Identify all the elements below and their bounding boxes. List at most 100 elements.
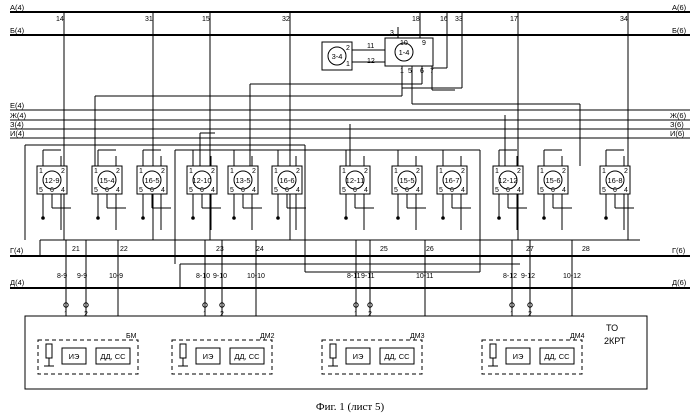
block-label: 13-5 xyxy=(235,176,250,185)
block-15-6: 15-612564 xyxy=(538,150,572,230)
krt-label: 2КРТ xyxy=(604,336,626,346)
pin-1-4-10: 10 xyxy=(400,40,408,47)
junction-dot xyxy=(604,216,608,220)
dm-wire-label: 9-10 xyxy=(213,273,227,280)
block-16-7: 16-712564 xyxy=(437,150,471,230)
pin-label: 6 xyxy=(353,187,357,194)
block-label: 16-6 xyxy=(279,176,294,185)
resistor-symbol xyxy=(490,344,496,358)
junction-dot xyxy=(141,216,145,220)
pin-1-4-5: 5 xyxy=(408,68,412,75)
block-15-4: 15-412564 xyxy=(92,150,126,230)
pin-label: 1 xyxy=(439,168,443,175)
junction-dot xyxy=(96,216,100,220)
pin-label: 5 xyxy=(439,187,443,194)
pin-label: 2 xyxy=(116,168,120,175)
bus-z-right-label: З(6) xyxy=(670,120,684,129)
bus-e-left-label: Е(4) xyxy=(10,101,25,110)
bus-g-left-label: Г(4) xyxy=(10,246,24,255)
pin-label: 2 xyxy=(161,168,165,175)
to-label: ТО xyxy=(606,323,618,333)
block-label: 16-8 xyxy=(607,176,622,185)
blocks-layer: 12-91256415-41256416-51256412-101256413-… xyxy=(37,150,634,230)
pin-label: 6 xyxy=(150,187,154,194)
pin-label: 1 xyxy=(540,168,544,175)
pin-label: 5 xyxy=(139,187,143,194)
wire-label-24: 24 xyxy=(256,246,264,253)
pin-label: 1 xyxy=(394,168,398,175)
wire-label-16: 16 xyxy=(440,16,448,23)
junction-dot xyxy=(396,216,400,220)
dm-wire-label: 8-12 xyxy=(503,273,517,280)
pin-label: 5 xyxy=(602,187,606,194)
pin-label: 6 xyxy=(450,187,454,194)
bus-zh-left-label: Ж(4) xyxy=(10,111,27,120)
wire-label-26: 26 xyxy=(426,246,434,253)
pin-label: 6 xyxy=(241,187,245,194)
block-label: 15-4 xyxy=(99,176,114,185)
bus-zh-right-label: Ж(6) xyxy=(670,111,687,120)
pin-label: 6 xyxy=(506,187,510,194)
pin-label: 4 xyxy=(461,187,465,194)
module-label: ДМ2 xyxy=(260,333,275,340)
pin-label: 5 xyxy=(495,187,499,194)
module-label: ДМ4 xyxy=(570,333,585,340)
pin-label: 2 xyxy=(252,168,256,175)
bus-a-right-label: А(6) xyxy=(672,3,687,12)
pin-label: 4 xyxy=(562,187,566,194)
pin-label: 5 xyxy=(274,187,278,194)
lower-routing xyxy=(25,115,640,288)
ie-label: ИЭ xyxy=(69,352,80,361)
pin-label: 5 xyxy=(394,187,398,194)
block-16-8: 16-812564 xyxy=(600,150,634,230)
wire-label-25: 25 xyxy=(380,246,388,253)
wire-label-28: 28 xyxy=(582,246,590,253)
junction-dot xyxy=(276,216,280,220)
pin-label: 5 xyxy=(189,187,193,194)
wire-label-31: 31 xyxy=(145,16,153,23)
dd-ss-label: ДД, СС xyxy=(544,352,570,361)
pin-label: 4 xyxy=(161,187,165,194)
bus-i-left-label: И(4) xyxy=(10,129,25,138)
block-label: 15-5 xyxy=(399,176,414,185)
block-label: 15-6 xyxy=(545,176,560,185)
pin-label: 4 xyxy=(116,187,120,194)
dd-ss-label: ДД, СС xyxy=(234,352,260,361)
wire-label-18: 18 xyxy=(412,16,420,23)
pin-1-4-3: 3 xyxy=(390,30,394,37)
block-label: 12-10 xyxy=(192,176,211,185)
bus-g-right-label: Г(6) xyxy=(672,246,686,255)
bus-z-left-label: З(4) xyxy=(10,120,24,129)
pin-label: 4 xyxy=(211,187,215,194)
block-12-10: 12-1012564 xyxy=(187,150,221,230)
pin-label: 1 xyxy=(342,168,346,175)
block-label: 16-7 xyxy=(444,176,459,185)
pin-label: 2 xyxy=(61,168,65,175)
pin-label: 5 xyxy=(230,187,234,194)
pin-1-4-9: 9 xyxy=(422,40,426,47)
pin-3-4-1: 1 xyxy=(346,61,350,68)
wire-label-32: 32 xyxy=(282,16,290,23)
module-label: БМ xyxy=(126,333,137,340)
pin-label: 4 xyxy=(296,187,300,194)
pin-label: 1 xyxy=(274,168,278,175)
bus-b-right-label: Б(6) xyxy=(672,26,687,35)
junction-dot xyxy=(232,216,236,220)
pin-label: 2 xyxy=(562,168,566,175)
bus-d-left-label: Д(4) xyxy=(10,278,25,287)
wire-label-33: 33 xyxy=(455,16,463,23)
dm-wire-label: 8-11 xyxy=(347,273,361,280)
ie-label: ИЭ xyxy=(203,352,214,361)
pin-label: 5 xyxy=(39,187,43,194)
dm-wire-label: 10-9 xyxy=(109,273,123,280)
wire-label-23: 23 xyxy=(216,246,224,253)
pin-label: 1 xyxy=(139,168,143,175)
pin-label: 1 xyxy=(230,168,234,175)
pin-1-4-11: 11 xyxy=(367,43,374,50)
pin-label: 4 xyxy=(517,187,521,194)
dm-wire-label: 9-12 xyxy=(521,273,535,280)
pin-label: 2 xyxy=(211,168,215,175)
bus-i-right-label: И(6) xyxy=(670,129,685,138)
